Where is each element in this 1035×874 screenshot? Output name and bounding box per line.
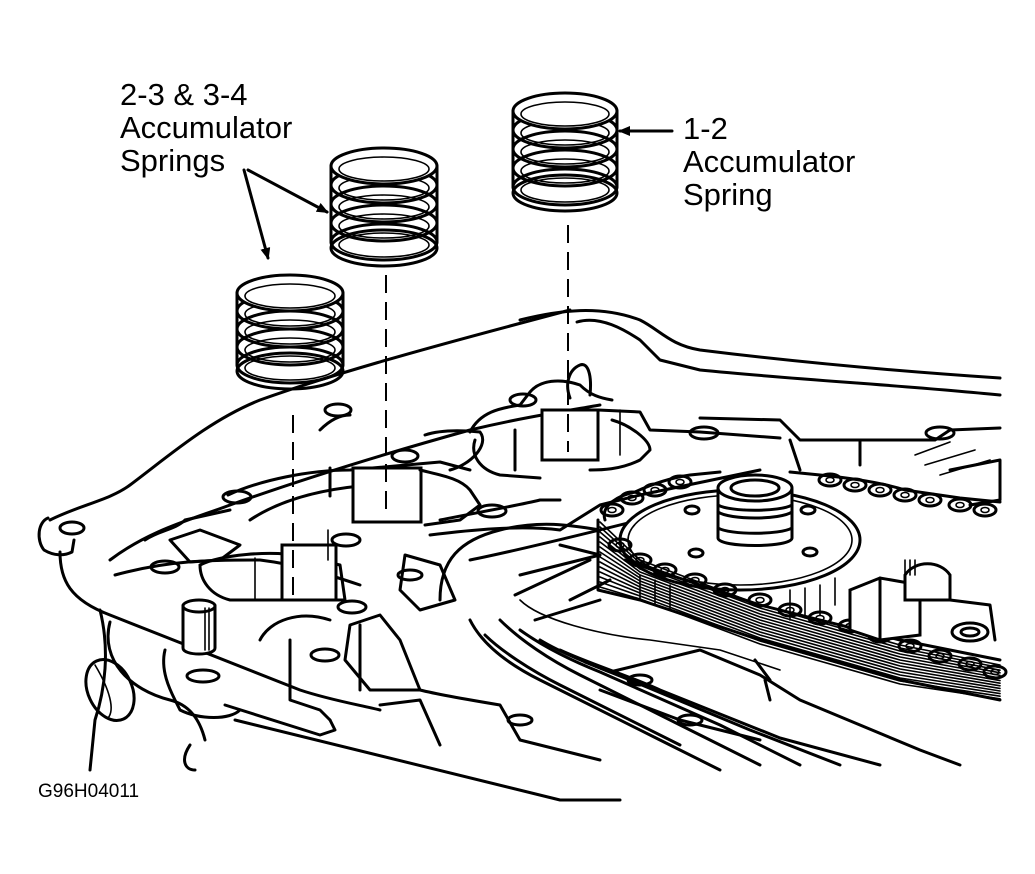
spring-2-3 (329, 146, 439, 268)
chain-link (947, 497, 973, 513)
callout-2-3-3-4-accumulator-springs: 2-3 & 3-4 Accumulator Springs (120, 78, 292, 177)
transmission-case (37, 308, 1002, 802)
spring-coil-inner (338, 194, 430, 220)
callout-line: Accumulator (683, 144, 856, 179)
chain-link (867, 482, 893, 498)
chain-plate-line (599, 561, 1001, 687)
callout-line: 1-2 (683, 111, 728, 146)
spring-coil-inner (520, 158, 610, 184)
spring-coil (329, 203, 439, 243)
chain-plate-line (599, 546, 1001, 679)
spring-coil-inner (338, 232, 430, 258)
spring-base (511, 173, 619, 213)
spring-base (235, 351, 345, 391)
chain-pin (955, 501, 965, 509)
callout-1-2-accumulator-spring: 1-2 Accumulator Spring (683, 112, 855, 211)
chain-plate-line (599, 531, 1001, 671)
chain-plate-line (599, 526, 1001, 669)
callout-line: Springs (120, 143, 226, 178)
spring-coil-inner (244, 283, 336, 309)
chain-pin (825, 476, 835, 484)
chain-plate-line (599, 551, 1001, 682)
spring-coil-inner (244, 355, 336, 381)
chain-plate-line (599, 521, 1001, 666)
chain-pin (900, 491, 910, 499)
leader-arrow-upper (246, 168, 329, 214)
spring-3-4 (235, 273, 345, 391)
chain-plate-line (599, 556, 1001, 684)
callout-line: Spring (683, 177, 773, 212)
chain-link (917, 492, 943, 508)
chain-plate-line (599, 566, 1001, 690)
spring-coil (511, 148, 619, 188)
spring-coil-inner (520, 139, 610, 165)
spring-base (329, 228, 439, 268)
chain-plate-line (599, 576, 1001, 695)
chain-link (642, 482, 668, 498)
chain-link (897, 638, 923, 654)
spring-coil-inner (520, 101, 610, 127)
leader-arrow-lower (242, 168, 271, 260)
chain-plate-line (599, 536, 1001, 674)
chain-pin (675, 478, 685, 486)
spring-coil (511, 91, 619, 131)
spring-coil-inner (520, 177, 610, 203)
valve-passages (378, 618, 962, 772)
spring-coil (511, 167, 619, 207)
chain-link (842, 477, 868, 493)
chain-pin (650, 486, 660, 494)
spring-coil-inner (244, 319, 336, 345)
chain-pin (607, 506, 617, 514)
spring-coil-inner (338, 156, 430, 182)
spring-coil (329, 184, 439, 224)
chain-plate-line (599, 541, 1001, 677)
callout-line: Accumulator (120, 110, 293, 145)
chain-pin (755, 596, 765, 604)
figure-id: G96H04011 (38, 781, 140, 802)
chain-pin (925, 496, 935, 504)
chain-pin (850, 481, 860, 489)
spring-coil-inner (244, 337, 336, 363)
chain-plate-line (599, 581, 1001, 697)
spring-coil (511, 129, 619, 169)
chain-link (667, 474, 693, 490)
chain-pin (875, 486, 885, 494)
chain-link (619, 490, 645, 506)
chain-link (972, 502, 998, 518)
spring-1-2 (511, 91, 619, 213)
spring-coil (329, 146, 439, 186)
chain-link (892, 487, 918, 503)
chain-plate-line (599, 571, 1001, 692)
stator-fan (438, 522, 781, 702)
chain-link (817, 472, 843, 488)
chain-pin (627, 494, 637, 502)
drive-chain (596, 470, 1008, 702)
chain-pin (980, 506, 990, 514)
spring-coil-inner (338, 213, 430, 239)
spring-coil (235, 273, 345, 313)
chain-plate-line (599, 586, 1001, 700)
callout-line: 2-3 & 3-4 (120, 77, 248, 112)
spring-coil (329, 222, 439, 262)
chain-link (599, 502, 625, 518)
